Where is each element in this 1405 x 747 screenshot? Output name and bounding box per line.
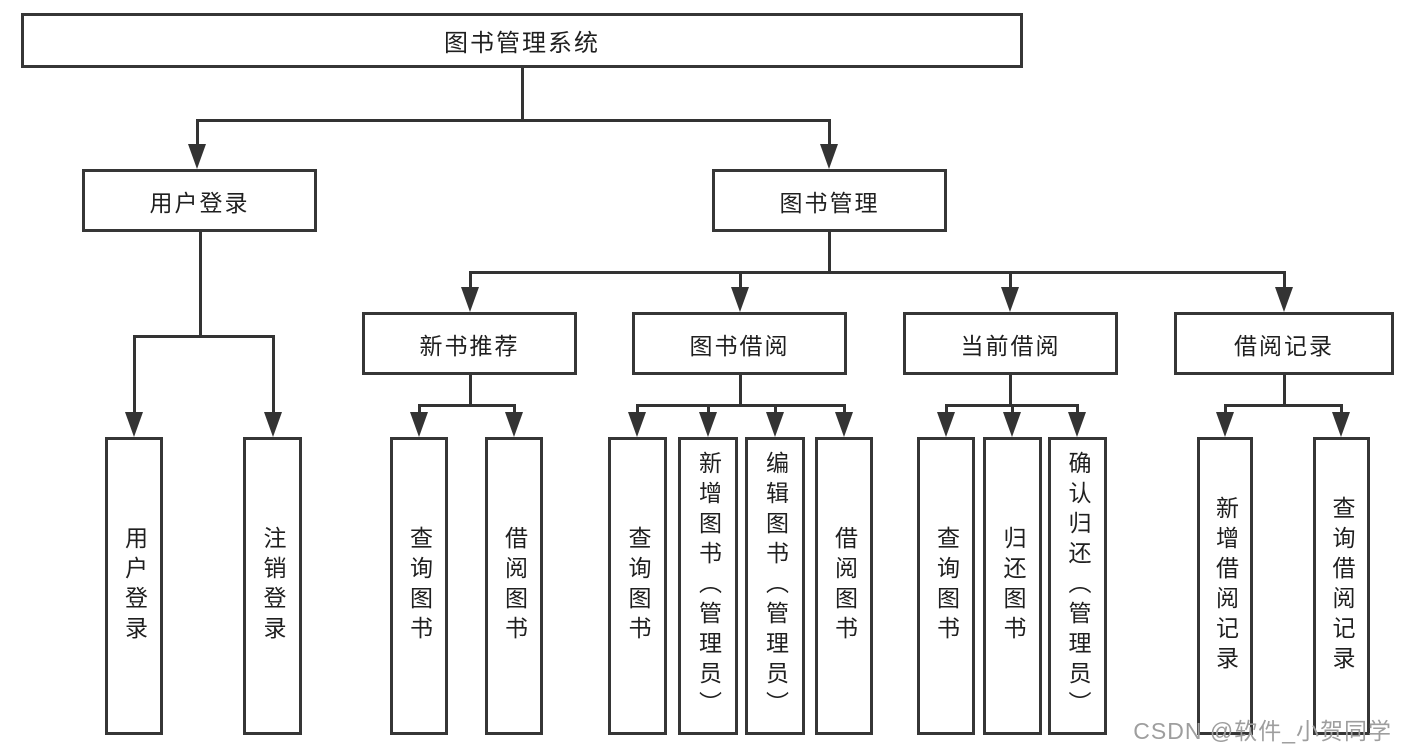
- node-borrow-record: 借阅记录: [1174, 312, 1394, 375]
- leaf-add-book-admin-label: 新增图书（管理员）: [695, 451, 722, 721]
- node-user-login-label: 用户登录: [149, 189, 250, 216]
- node-book-borrow: 图书借阅: [632, 312, 847, 375]
- connector-book-borrow-arrowhead-0: [628, 412, 646, 437]
- connector-new-book-recommend-drop-1: [512, 405, 516, 415]
- leaf-user-login-label: 用户登录: [121, 526, 148, 646]
- connector-book-management-drop-2: [1008, 272, 1012, 290]
- leaf-query-book-3: 查询图书: [917, 437, 975, 735]
- csdn-watermark: CSDN @软件_小贺同学: [1133, 718, 1392, 744]
- connector-book-management-arrowhead-0: [461, 287, 479, 312]
- node-current-borrow-label: 当前借阅: [960, 332, 1061, 359]
- connector-new-book-recommend-drop-0: [417, 405, 421, 415]
- leaf-query-book-2-label: 查询图书: [625, 526, 651, 646]
- connector-user-login-arrowhead-0: [125, 412, 143, 437]
- connector-root-arrowhead-0: [188, 144, 206, 169]
- leaf-add-borrow-record: 新增借阅记录: [1197, 437, 1253, 735]
- connector-book-management-arrowhead-2: [1001, 287, 1019, 312]
- connector-current-borrow-stem: [1008, 375, 1012, 407]
- connector-book-management-stem: [827, 232, 831, 274]
- connector-user-login-drop-0: [132, 336, 136, 415]
- connector-root-stem: [520, 68, 524, 122]
- connector-root-drop-1: [827, 120, 831, 147]
- node-root-label: 图书管理系统: [444, 30, 600, 57]
- connector-book-management-drop-1: [738, 272, 742, 290]
- connector-user-login-arrowhead-1: [264, 412, 282, 437]
- node-new-book-recommend: 新书推荐: [362, 312, 577, 375]
- connector-book-borrow-drop-0: [635, 405, 639, 415]
- connector-book-management-arrowhead-1: [731, 287, 749, 312]
- leaf-borrow-book-2: 借阅图书: [815, 437, 873, 735]
- connector-current-borrow-drop-2: [1075, 405, 1079, 415]
- connector-book-management-drop-3: [1282, 272, 1286, 290]
- leaf-logout: 注销登录: [243, 437, 302, 735]
- connector-new-book-recommend-arrowhead-0: [410, 412, 428, 437]
- connector-user-login-drop-1: [271, 336, 275, 415]
- connector-borrow-record-drop-1: [1339, 405, 1343, 415]
- leaf-add-book-admin: 新增图书（管理员）: [678, 437, 738, 735]
- connector-current-borrow-arrowhead-0: [937, 412, 955, 437]
- connector-book-management-rail: [468, 270, 1286, 274]
- leaf-edit-book-admin: 编辑图书（管理员）: [745, 437, 805, 735]
- leaf-return-book: 归还图书: [983, 437, 1042, 735]
- connector-user-login-rail: [132, 334, 275, 338]
- connector-new-book-recommend-arrowhead-1: [505, 412, 523, 437]
- connector-root-rail: [195, 118, 831, 122]
- node-user-login: 用户登录: [82, 169, 317, 232]
- connector-book-borrow-stem: [738, 375, 742, 407]
- connector-current-borrow-arrowhead-2: [1068, 412, 1086, 437]
- node-book-management: 图书管理: [712, 169, 947, 232]
- leaf-edit-book-admin-label: 编辑图书（管理员）: [762, 451, 789, 721]
- connector-book-borrow-drop-2: [773, 405, 777, 415]
- leaf-borrow-book-1: 借阅图书: [485, 437, 543, 735]
- leaf-return-book-label: 归还图书: [1000, 526, 1026, 646]
- connector-current-borrow-drop-1: [1010, 405, 1014, 415]
- connector-borrow-record-arrowhead-0: [1216, 412, 1234, 437]
- leaf-borrow-book-1-label: 借阅图书: [501, 526, 528, 646]
- leaf-borrow-book-2-label: 借阅图书: [831, 526, 858, 646]
- leaf-confirm-return-admin: 确认归还（管理员）: [1048, 437, 1107, 735]
- connector-book-borrow-arrowhead-1: [699, 412, 717, 437]
- leaf-query-book-1-label: 查询图书: [406, 526, 433, 646]
- leaf-query-borrow-record: 查询借阅记录: [1313, 437, 1370, 735]
- leaf-add-borrow-record-label: 新增借阅记录: [1212, 496, 1239, 676]
- connector-book-management-arrowhead-3: [1275, 287, 1293, 312]
- node-book-management-label: 图书管理: [779, 189, 880, 216]
- connector-book-borrow-arrowhead-2: [766, 412, 784, 437]
- node-new-book-recommend-label: 新书推荐: [419, 332, 520, 359]
- connector-book-borrow-rail: [635, 403, 846, 407]
- leaf-logout-label: 注销登录: [260, 526, 286, 646]
- connector-borrow-record-drop-0: [1223, 405, 1227, 415]
- node-borrow-record-label: 借阅记录: [1234, 332, 1334, 359]
- connector-current-borrow-arrowhead-1: [1003, 412, 1021, 437]
- leaf-user-login: 用户登录: [105, 437, 163, 735]
- connector-root-drop-0: [195, 120, 199, 147]
- connector-current-borrow-drop-0: [944, 405, 948, 415]
- node-current-borrow: 当前借阅: [903, 312, 1118, 375]
- leaf-query-borrow-record-label: 查询借阅记录: [1329, 496, 1355, 676]
- node-root: 图书管理系统: [21, 13, 1023, 68]
- connector-borrow-record-rail: [1223, 403, 1343, 407]
- connector-borrow-record-arrowhead-1: [1332, 412, 1350, 437]
- connector-new-book-recommend-rail: [417, 403, 516, 407]
- connector-book-borrow-drop-3: [842, 405, 846, 415]
- leaf-confirm-return-admin-label: 确认归还（管理员）: [1065, 451, 1091, 721]
- connector-book-borrow-drop-1: [706, 405, 710, 415]
- connector-borrow-record-stem: [1282, 375, 1286, 407]
- connector-book-borrow-arrowhead-3: [835, 412, 853, 437]
- leaf-query-book-2: 查询图书: [608, 437, 667, 735]
- leaf-query-book-3-label: 查询图书: [933, 526, 960, 646]
- connector-user-login-stem: [198, 232, 202, 338]
- connector-book-management-drop-0: [468, 272, 472, 290]
- node-book-borrow-label: 图书借阅: [689, 332, 790, 359]
- connector-root-arrowhead-1: [820, 144, 838, 169]
- connector-new-book-recommend-stem: [468, 375, 472, 407]
- leaf-query-book-1: 查询图书: [390, 437, 448, 735]
